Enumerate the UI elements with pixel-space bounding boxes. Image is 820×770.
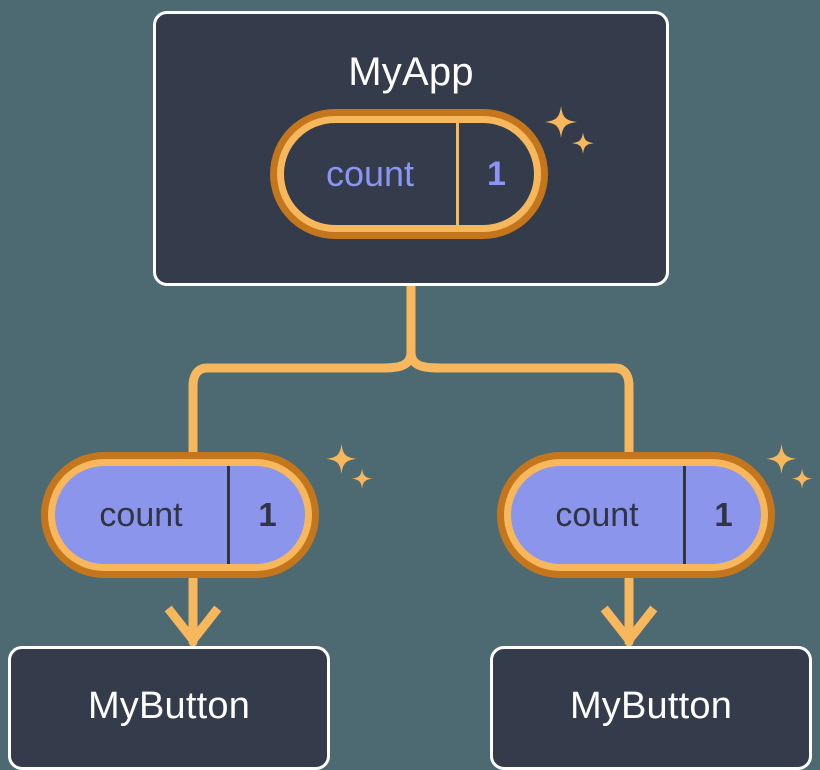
component-box-mybutton-left[interactable]: MyButton <box>8 646 330 770</box>
component-title-mybutton-left: MyButton <box>87 685 251 727</box>
sparkle-small <box>351 468 373 489</box>
state-pill-inner-ring: count 1 <box>48 459 312 571</box>
state-pill-inner-ring: count 1 <box>504 459 768 571</box>
state-pill-face: count 1 <box>284 123 534 225</box>
component-title-mybutton-right: MyButton <box>569 685 733 727</box>
state-value-child-left: 1 <box>258 496 277 533</box>
component-box-mybutton-right[interactable]: MyButton <box>490 646 812 770</box>
state-value-child-right: 1 <box>714 496 733 533</box>
state-pill-divider <box>456 123 459 225</box>
component-title-myapp: MyApp <box>348 50 474 94</box>
state-pill-divider <box>227 466 230 564</box>
state-name-child-left: count <box>99 495 183 534</box>
state-pill-face: count 1 <box>55 466 305 564</box>
state-value-myapp: 1 <box>487 154 506 193</box>
state-pill-face: count 1 <box>511 466 761 564</box>
state-name-myapp: count <box>325 153 415 194</box>
state-pill-child-left[interactable]: count 1 <box>41 452 319 578</box>
sparkle-large <box>766 443 797 474</box>
state-pill-child-right[interactable]: count 1 <box>497 452 775 578</box>
state-pill-divider <box>683 466 686 564</box>
arrowhead-left <box>164 605 222 648</box>
state-pill-myapp[interactable]: count 1 <box>270 109 548 239</box>
sparkle-large <box>326 443 357 474</box>
state-name-child-right: count <box>555 495 639 534</box>
wire-branch-left <box>188 347 416 457</box>
sparkles-icon-child-left <box>326 443 373 489</box>
state-pill-inner-ring: count 1 <box>277 116 541 232</box>
arrowhead-right <box>600 605 658 648</box>
wire-branch-right <box>406 347 634 457</box>
sparkle-small <box>791 468 813 489</box>
